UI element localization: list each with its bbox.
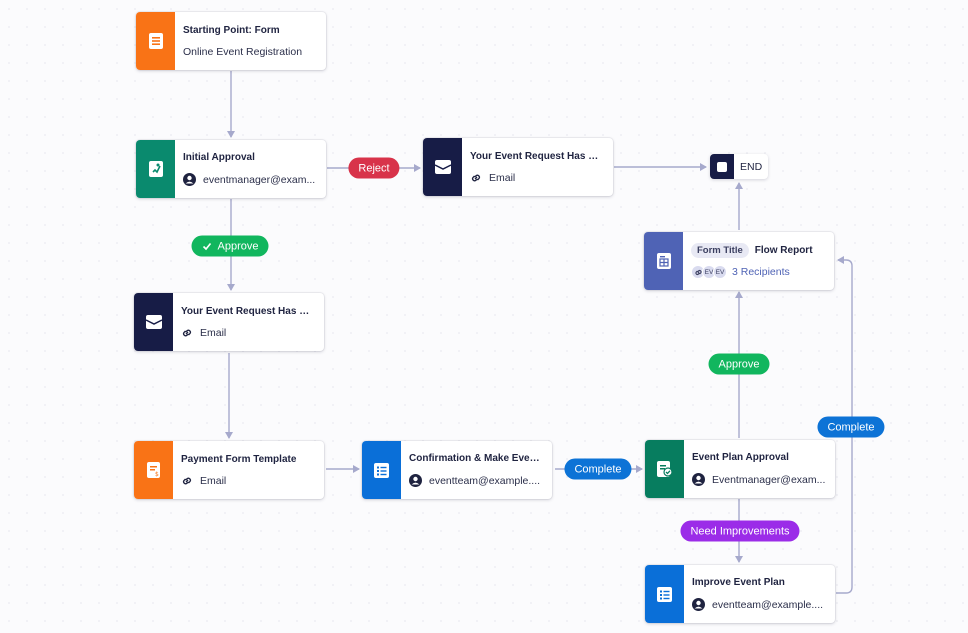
complete-label-2[interactable]: Complete xyxy=(817,416,885,438)
node-title: Your Event Request Has Been... xyxy=(181,305,316,317)
end-label: END xyxy=(740,160,763,173)
node-subtitle: eventteam@example.... xyxy=(692,598,827,611)
approval-icon xyxy=(136,140,175,198)
pill-text: Complete xyxy=(574,463,622,475)
approve-label-2[interactable]: Approve xyxy=(708,353,770,375)
node-event-plan-approval[interactable]: Event Plan Approval Eventmanager@exam... xyxy=(645,440,835,498)
approve-label[interactable]: Approve xyxy=(191,235,269,257)
node-title: Your Event Request Has Been... xyxy=(470,150,605,162)
user-icon xyxy=(409,474,422,487)
user-icon xyxy=(692,598,705,611)
link-icon xyxy=(182,329,192,336)
node-approve-email[interactable]: Your Event Request Has Been... Email xyxy=(134,293,324,351)
need-improvements-label[interactable]: Need Improvements xyxy=(680,520,800,542)
node-title: Event Plan Approval xyxy=(692,452,789,463)
payment-form-icon: $ xyxy=(134,441,173,499)
node-confirmation[interactable]: Confirmation & Make Event ... eventteam@… xyxy=(362,441,552,499)
node-starting-point[interactable]: Starting Point: Form Online Event Regist… xyxy=(136,12,326,70)
node-initial-approval[interactable]: Initial Approval eventmanager@exam... xyxy=(136,140,326,198)
svg-text:$: $ xyxy=(155,471,159,478)
node-subtitle: Eventmanager@exam... xyxy=(692,473,827,486)
avatar: EV xyxy=(713,265,727,279)
node-title: Confirmation & Make Event ... xyxy=(409,453,544,464)
pill-text: Approve xyxy=(217,240,259,252)
form-title-tag: Form Title xyxy=(691,243,749,258)
report-icon xyxy=(644,232,683,290)
node-reject-email[interactable]: Your Event Request Has Been... Email xyxy=(423,138,613,196)
node-subtitle: Email xyxy=(181,327,316,339)
node-payment-form[interactable]: $ Payment Form Template Email xyxy=(134,441,324,499)
recipient-avatars: EV EV xyxy=(691,265,727,279)
link-icon xyxy=(182,477,192,484)
form-icon xyxy=(136,12,175,70)
node-subtitle: Email xyxy=(181,475,316,487)
complete-label[interactable]: Complete xyxy=(564,458,632,480)
node-title: Starting Point: Form xyxy=(183,24,280,36)
pill-text: Need Improvements xyxy=(690,525,790,537)
node-title: Form Title Flow Report xyxy=(691,243,826,258)
node-subtitle: Online Event Registration xyxy=(183,45,303,58)
stop-icon xyxy=(710,154,734,179)
node-title: Initial Approval xyxy=(183,152,255,163)
pill-text: Complete xyxy=(827,421,875,433)
link-icon xyxy=(471,174,481,181)
node-subtitle: EV EV 3 Recipients xyxy=(691,265,826,279)
approve-icon xyxy=(202,242,212,251)
node-subtitle: eventteam@example.... xyxy=(409,474,544,487)
recipients-count: 3 Recipients xyxy=(732,266,790,278)
pill-text: Reject xyxy=(358,162,390,174)
list-icon xyxy=(645,565,684,623)
user-icon xyxy=(692,473,705,486)
check-doc-icon xyxy=(645,440,684,498)
node-title: Improve Event Plan xyxy=(692,577,785,588)
report-title: Flow Report xyxy=(754,245,813,256)
user-icon xyxy=(183,173,196,186)
mail-icon xyxy=(423,138,462,196)
mail-icon xyxy=(134,293,173,351)
reject-label[interactable]: Reject xyxy=(348,157,400,179)
node-subtitle: Email xyxy=(470,172,605,184)
node-flow-report[interactable]: Form Title Flow Report EV EV 3 Recipient… xyxy=(644,232,834,290)
node-subtitle: eventmanager@exam... xyxy=(183,173,318,186)
node-title: Payment Form Template xyxy=(181,453,297,465)
pill-text: Approve xyxy=(718,358,760,370)
node-improve-event-plan[interactable]: Improve Event Plan eventteam@example.... xyxy=(645,565,835,623)
node-end[interactable]: END xyxy=(710,154,768,179)
list-icon xyxy=(362,441,401,499)
